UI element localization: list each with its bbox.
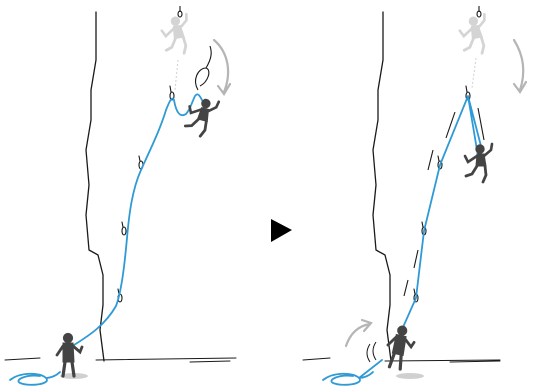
quickdraws	[414, 86, 470, 302]
rope-taut	[396, 96, 482, 343]
rock-wall	[86, 12, 104, 361]
quickdraw	[122, 227, 126, 235]
caught-climber-icon	[465, 144, 492, 182]
ghost-climber-icon	[160, 14, 193, 56]
fall-direction-arrow	[514, 40, 526, 92]
quickdraws	[118, 86, 174, 302]
rope-coil	[10, 372, 60, 385]
top-anchor	[178, 6, 182, 17]
belayer-lift-arrow	[346, 320, 371, 346]
lift-motion-lines	[367, 342, 376, 362]
ground-line	[5, 358, 236, 362]
top-anchor	[477, 6, 481, 17]
rope-coil	[323, 360, 382, 385]
falling-climber-icon	[183, 95, 219, 139]
panel-before-catch	[5, 6, 236, 385]
ghost-rope	[175, 60, 178, 90]
rock-wall	[373, 12, 391, 361]
rope-stretch-lines	[404, 108, 484, 296]
play-arrow-icon	[271, 219, 292, 242]
belayer-icon	[57, 333, 82, 376]
ghost-rope	[472, 58, 476, 88]
belayer-shadow	[396, 373, 424, 379]
fall-direction-arrow	[214, 40, 230, 94]
rope	[74, 94, 203, 345]
rope-slack-loop	[196, 46, 212, 90]
belayer-icon	[384, 324, 417, 371]
panel-after-catch	[303, 6, 526, 385]
ghost-climber-icon	[458, 14, 491, 56]
